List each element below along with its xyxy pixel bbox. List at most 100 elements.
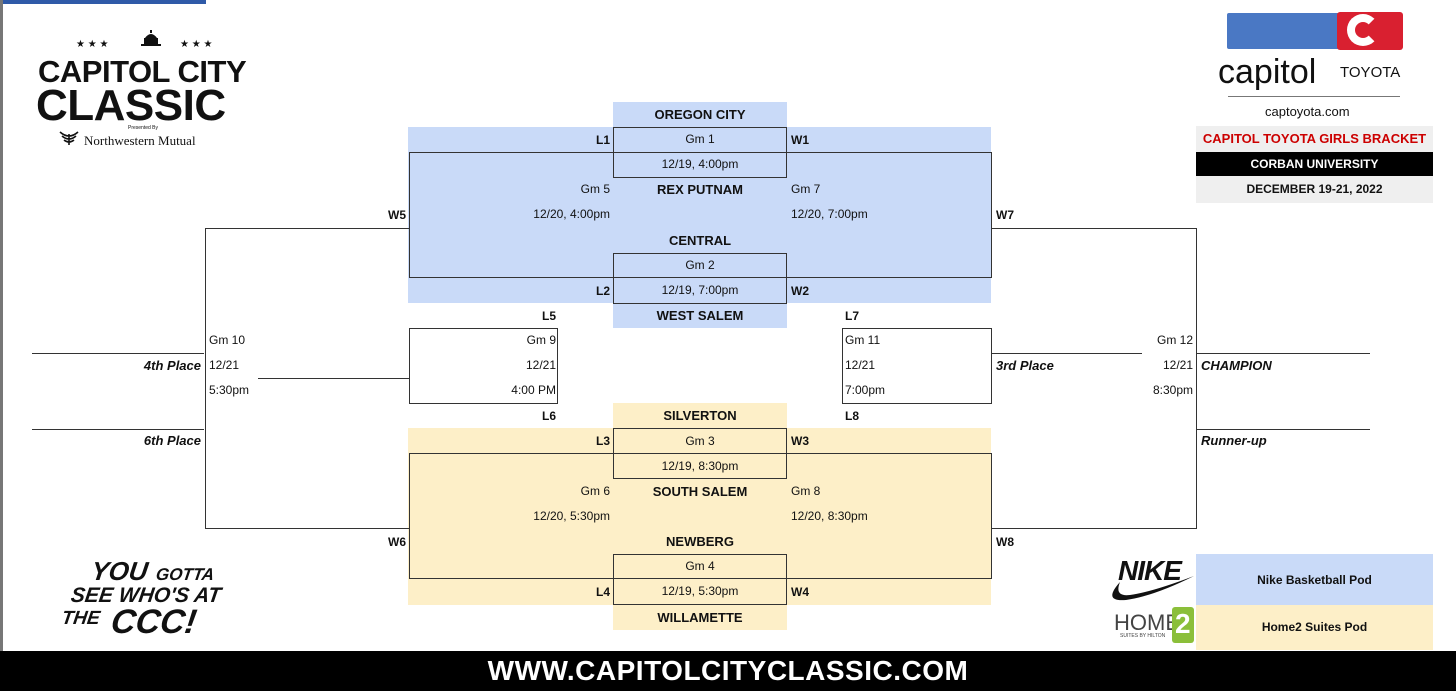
game-box-2: [613, 253, 787, 304]
legend-nike-swatch: [1196, 554, 1433, 605]
logo-underline: [1228, 96, 1400, 97]
place-4th: 4th Place: [143, 358, 201, 373]
left-edge-border: [0, 0, 3, 651]
game-box-10: [205, 228, 410, 529]
gm3-name: Gm 3: [685, 434, 715, 448]
home2-sub: SUITES BY HILTON: [1120, 633, 1166, 639]
slogan: YOU GOTTA SEE WHO'S AT THE CCC!: [56, 556, 249, 648]
line-runner-up: [1197, 429, 1370, 430]
gm5-time: 12/20, 4:00pm: [533, 207, 610, 221]
line-4th-place: [32, 353, 204, 354]
gm9-name: Gm 9: [526, 333, 556, 347]
nike-pod-bottom: [613, 303, 787, 328]
legend-nike-label: Nike Basketball Pod: [1257, 573, 1372, 587]
slogan-ccc: CCC!: [108, 603, 199, 641]
gm11-time: 7:00pm: [845, 383, 886, 397]
gm9-date: 12/21: [525, 358, 556, 372]
logo-sponsor: Northwestern Mutual: [84, 133, 196, 148]
code-L2: L2: [595, 284, 610, 298]
venue: CORBAN UNIVERSITY: [1250, 157, 1379, 171]
home2-number-badge: [1172, 607, 1194, 643]
line-gm10-to-gm9: [258, 378, 409, 379]
line-champion: [1197, 353, 1370, 354]
home2-pod-main: [408, 428, 991, 605]
gm8-time: 12/20, 8:30pm: [791, 509, 868, 523]
code-W3: W3: [791, 434, 809, 448]
nike-logo: NIKE: [1118, 555, 1182, 586]
team-central: CENTRAL: [668, 233, 732, 248]
logo-presented: Presented By: [128, 125, 159, 131]
gm10-time: 5:30pm: [209, 383, 250, 397]
game-box-6-8: [409, 453, 992, 579]
slogan-the: THE: [60, 608, 102, 629]
gm11-name: Gm 11: [845, 333, 881, 347]
gm11-date: 12/21: [845, 358, 876, 372]
legend-home2-label: Home2 Suites Pod: [1261, 620, 1368, 634]
place-6th: 6th Place: [143, 433, 201, 448]
code-L8: L8: [845, 409, 860, 423]
gm1-name: Gm 1: [685, 132, 715, 146]
gm3-time: 12/19, 8:30pm: [661, 459, 739, 473]
code-W6: W6: [388, 535, 406, 549]
home2-pod-top: [613, 403, 787, 428]
team-rex-putnam: REX PUTNAM: [657, 182, 743, 197]
capitol-dome-icon: [141, 30, 161, 46]
gm4-name: Gm 4: [685, 559, 715, 573]
line-gm11-to-gm12: [991, 353, 1142, 354]
venue-bar: [1196, 152, 1433, 176]
code-W1: W1: [791, 133, 809, 147]
gm6-time: 12/20, 5:30pm: [533, 509, 610, 523]
gm6-name: Gm 6: [580, 484, 610, 498]
gm10-date: 12/21: [209, 358, 240, 372]
code-L5: L5: [541, 309, 556, 323]
nike-pod-top: [613, 102, 787, 127]
slogan-you: YOU: [89, 556, 150, 586]
nike-pod-main: [408, 127, 991, 303]
place-runner-up: Runner-up: [1201, 433, 1267, 448]
gm12-time: 8:30pm: [1152, 383, 1193, 397]
gm9-time: 4:00 PM: [511, 383, 556, 397]
gm2-name: Gm 2: [685, 258, 715, 272]
code-W5: W5: [388, 208, 406, 222]
capitol-c-icon: [1347, 14, 1379, 46]
team-silverton: SILVERTON: [663, 408, 737, 423]
home2-number: 2: [1175, 608, 1191, 639]
northwestern-mutual-icon: [59, 131, 79, 145]
capitol-toyota-logo: capitol TOYOTA captoyota.com: [1212, 10, 1422, 122]
capitol-wordmark: capitol: [1218, 53, 1317, 91]
gm7-time: 12/20, 7:00pm: [791, 207, 868, 221]
team-willamette: WILLAMETTE: [657, 610, 743, 625]
code-W8: W8: [996, 535, 1014, 549]
logo-stars-left: ★ ★ ★: [76, 39, 109, 50]
gm5-name: Gm 5: [580, 182, 610, 196]
game-box-12: [991, 228, 1197, 529]
logo-line1: CAPITOL CITY: [38, 54, 247, 89]
game-box-5-7: [409, 152, 992, 278]
place-champion: CHAMPION: [1201, 358, 1272, 373]
gm10-name: Gm 10: [209, 333, 246, 347]
legend-home2-swatch: [1196, 605, 1433, 650]
team-oregon-city: OREGON CITY: [654, 107, 746, 122]
game-box-9: [409, 328, 558, 404]
code-L7: L7: [845, 309, 860, 323]
gm4-time: 12/19, 5:30pm: [661, 584, 739, 598]
logo-line2: CLASSIC: [36, 81, 226, 130]
logo-stars-right: ★ ★ ★: [180, 39, 213, 50]
code-L4: L4: [595, 585, 610, 599]
gm8-name: Gm 8: [791, 484, 821, 498]
place-3rd: 3rd Place: [996, 358, 1054, 373]
team-newberg: NEWBERG: [666, 534, 734, 549]
nike-swoosh-icon: [1112, 576, 1194, 601]
bracket-title: CAPITOL TOYOTA GIRLS BRACKET: [1202, 131, 1427, 146]
game-box-4: [613, 554, 787, 605]
code-W2: W2: [791, 284, 809, 298]
gm12-name: Gm 12: [1156, 333, 1193, 347]
top-accent-bar: [0, 0, 206, 4]
line-6th-place: [32, 429, 204, 430]
gm2-time: 12/19, 7:00pm: [661, 283, 739, 297]
code-L1: L1: [595, 133, 610, 147]
team-west-salem: WEST SALEM: [656, 308, 744, 323]
toyota-url: captoyota.com: [1265, 104, 1350, 119]
footer-website[interactable]: WWW.CAPITOLCITYCLASSIC.COM: [0, 651, 1456, 691]
code-W4: W4: [791, 585, 809, 599]
